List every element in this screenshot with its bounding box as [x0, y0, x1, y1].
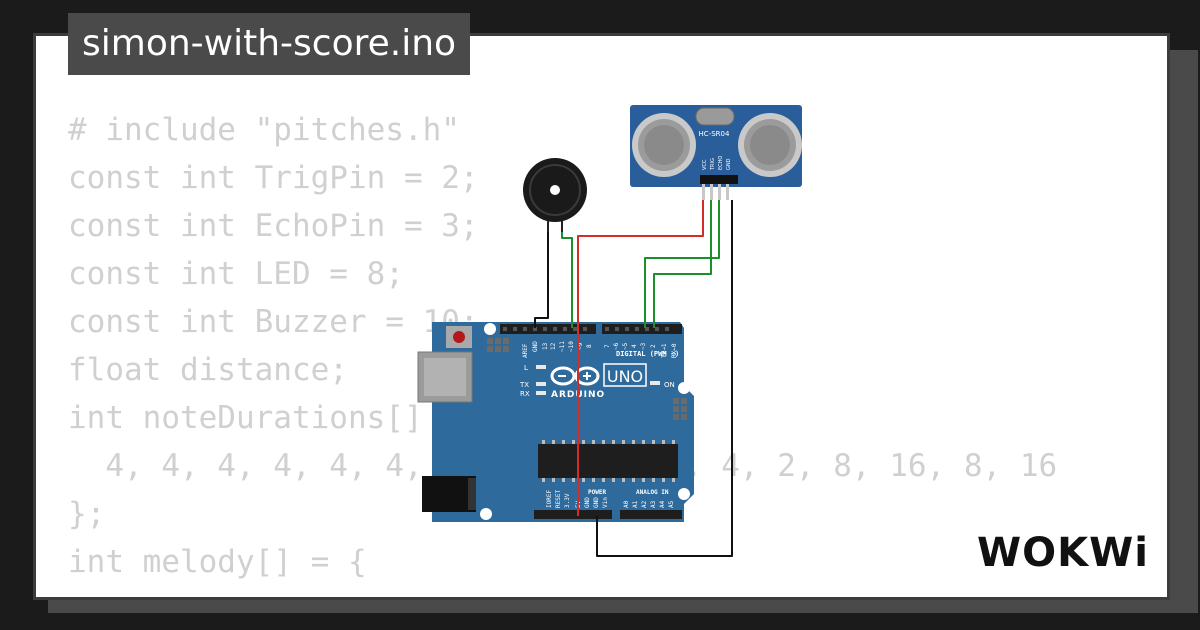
- pin-label: 4: [631, 344, 638, 348]
- wire-buzzer-gnd[interactable]: [534, 232, 549, 328]
- code-line: # include "pitches.h": [68, 112, 460, 148]
- project-title: simon-with-score.ino: [68, 13, 471, 75]
- code-background: # include "pitches.h" const int TrigPin =…: [68, 106, 1076, 597]
- sensor-pin-label: VCC: [702, 159, 708, 170]
- pin-label: A4: [659, 500, 666, 508]
- pin-label: 8: [586, 344, 593, 348]
- wire-buzzer-pin10[interactable]: [561, 232, 573, 328]
- pin-label: ~10: [568, 341, 575, 352]
- wire-sensor-echo[interactable]: [644, 200, 720, 328]
- pin-label: AREF: [522, 343, 529, 358]
- power-header-label: POWER: [588, 489, 606, 496]
- pin-label: 7: [604, 344, 611, 348]
- arduino-uno-board[interactable]: AREF GND 13 12 ~11 ~10 ~9 8 7 ~6 ~5 4 ~3…: [417, 322, 694, 522]
- wokwi-brand-text: WOKWi: [977, 530, 1149, 576]
- wire-sensor-trig[interactable]: [653, 200, 712, 328]
- sensor-pin-label: GND: [726, 158, 732, 170]
- wire-sensor-vcc[interactable]: [577, 200, 704, 516]
- led-tx-label: TX: [519, 381, 529, 389]
- uno-logo-text: UNO: [607, 367, 643, 386]
- pin-label: 12: [550, 342, 557, 350]
- digital-header-label: DIGITAL (PWM ~): [616, 350, 679, 358]
- pin-label: GND: [584, 497, 591, 508]
- pin-label: ~11: [559, 341, 566, 352]
- pin-label: RX←0: [671, 343, 678, 358]
- preview-card: # include "pitches.h" const int TrigPin =…: [33, 33, 1170, 600]
- sensor-model-label: HC-SR04: [699, 130, 730, 138]
- pin-label: IOREF: [546, 490, 553, 508]
- code-line: const int LED = 8;: [68, 256, 404, 292]
- analog-header-label: ANALOG IN: [636, 489, 669, 496]
- led-l-label: L: [524, 364, 528, 372]
- pin-label: ~3: [640, 342, 647, 350]
- reset-button[interactable]: [453, 331, 465, 343]
- pin-label: A5: [668, 500, 675, 508]
- wire-sensor-gnd[interactable]: [596, 200, 733, 557]
- pin-label: A0: [623, 500, 630, 508]
- code-line: const int TrigPin = 2;: [68, 160, 479, 196]
- code-line: int melody[] = {: [68, 544, 367, 580]
- led-tx: [536, 382, 546, 386]
- led-on: [650, 381, 660, 385]
- pin-label: 3.3V: [564, 493, 571, 508]
- pin-label: A2: [641, 500, 648, 508]
- code-line: float distance;: [68, 352, 348, 388]
- pin-label: GND: [532, 341, 539, 352]
- pin-label: ~6: [613, 342, 620, 350]
- pin-label: A1: [632, 500, 639, 508]
- buzzer[interactable]: [523, 158, 587, 232]
- atmega-chip: [538, 444, 678, 478]
- pin-label: RESET: [555, 490, 562, 508]
- code-line: NOTE_C5, NOTE_D5, NOTE_E5, NOTE_C5, NOTE…: [68, 586, 1076, 597]
- pin-label: ~5: [622, 342, 629, 350]
- led-rx-label: RX: [520, 390, 530, 398]
- pin-label: TX→1: [661, 343, 668, 358]
- ultrasonic-sensor[interactable]: HC-SR04 VCC TRIG ECHO GND: [630, 105, 802, 200]
- code-line: };: [68, 496, 106, 532]
- pin-label: 13: [542, 342, 549, 350]
- arduino-infinity-icon: [550, 366, 600, 386]
- led-rx: [536, 391, 546, 395]
- pin-label: ~9: [577, 342, 584, 350]
- code-line: const int EchoPin = 3;: [68, 208, 479, 244]
- sensor-pin-label: TRIG: [710, 158, 716, 171]
- pin-label: GND: [593, 497, 600, 508]
- led-l: [536, 365, 546, 369]
- pin-label: A3: [650, 500, 657, 508]
- pin-label: Vin: [602, 497, 609, 508]
- sensor-pin-label: ECHO: [718, 156, 724, 170]
- pin-label: 2: [650, 344, 657, 348]
- wokwi-logo: WOKWi: [977, 530, 1149, 576]
- led-on-label: ON: [664, 381, 675, 389]
